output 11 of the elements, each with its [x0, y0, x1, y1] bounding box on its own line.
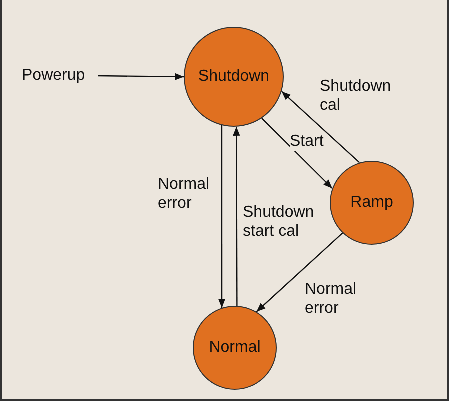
- arrow: [262, 118, 333, 190]
- state-name: Normal: [209, 339, 261, 357]
- arrow: [218, 126, 226, 308]
- state-name: Ramp: [350, 194, 394, 212]
- edge-label: Start: [290, 132, 324, 151]
- state-name: Shutdown: [198, 68, 270, 86]
- arrow: [281, 91, 360, 164]
- arrow: [233, 126, 240, 306]
- arrow: [98, 73, 184, 80]
- arrow: [256, 232, 344, 312]
- start-label: Powerup: [22, 66, 98, 86]
